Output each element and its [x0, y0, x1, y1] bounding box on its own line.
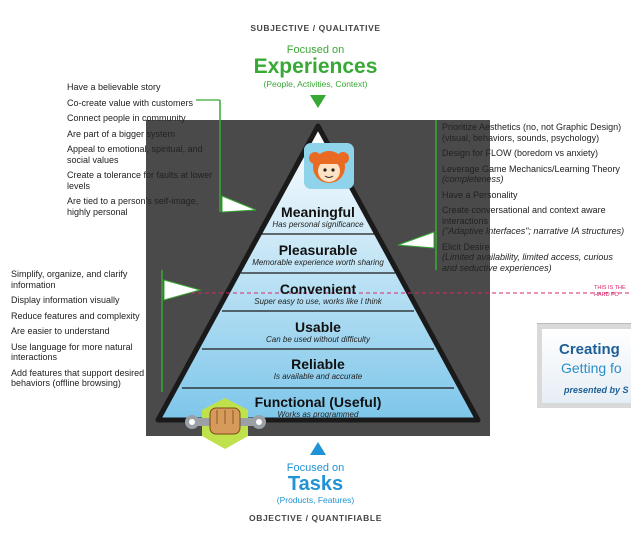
left-bottom-list: Simplify, organize, and clarify informat… — [11, 269, 161, 394]
list-item: Leverage Game Mechanics/Learning Theory(… — [442, 163, 620, 185]
list-item: Elicit Desire(Limited availability, limi… — [442, 241, 613, 273]
list-item: Reduce features and complexity — [11, 310, 140, 321]
experiences-subtitle: (People, Activities, Context) — [263, 79, 368, 89]
list-item: Are part of a bigger system — [67, 128, 176, 139]
list-item: Prioritize Aesthetics (no, not Graphic D… — [442, 122, 622, 143]
right-list: Prioritize Aesthetics (no, not Graphic D… — [442, 122, 628, 278]
list-item: Use language for more natural interactio… — [11, 341, 133, 363]
list-item: Simplify, organize, and clarify informat… — [11, 269, 128, 290]
tasks-title: Tasks — [287, 473, 344, 495]
list-item: Create conversational and context aware … — [442, 205, 625, 236]
list-item: Connect people in community — [67, 113, 186, 123]
list-item: Are easier to understand — [11, 326, 110, 336]
dashed-line-note: THIS IS THE HARD FO — [594, 285, 626, 298]
list-item: Appeal to emotional, spiritual, and soci… — [67, 144, 203, 165]
arrow-up-icon — [310, 442, 326, 455]
experiences-title: Experiences — [253, 55, 378, 78]
wrench-fist-icon — [185, 398, 266, 449]
objective-caption: OBJECTIVE / QUANTIFIABLE — [249, 513, 382, 523]
tasks-subtitle: (Products, Features) — [276, 495, 355, 505]
right-flag — [397, 231, 435, 249]
cropped-banner: Creating Getting fo presented by S — [537, 323, 631, 408]
left-top-flag — [221, 195, 257, 213]
arrow-down-icon — [310, 95, 326, 108]
list-item: Are tied to a person's self-image, highl… — [67, 196, 199, 217]
subjective-caption: SUBJECTIVE / QUALITATIVE — [250, 23, 381, 33]
list-item: Have a Personality — [442, 189, 518, 200]
face-icon — [304, 143, 354, 189]
left-bottom-flag — [163, 279, 202, 301]
list-item: Create a tolerance for faults at lower l… — [67, 170, 213, 191]
top-focused-on: Focused on — [286, 44, 345, 56]
bottom-focused-on: Focused on — [286, 462, 345, 474]
tier-functional: Functional (Useful)Works as programmed — [254, 394, 382, 420]
left-top-list: Have a believable story Co-create value … — [67, 82, 219, 222]
list-item: Co-create value with customers — [67, 97, 194, 108]
banner-line3: presented by S — [564, 385, 629, 395]
list-item: Design for FLOW (boredom vs anxiety) — [442, 148, 599, 158]
list-item: Add features that support desired behavi… — [11, 367, 145, 389]
banner-line1: Creating — [559, 341, 620, 358]
list-item: Display information visually — [11, 295, 120, 305]
banner-line2: Getting fo — [561, 360, 622, 376]
list-item: Have a believable story — [67, 82, 161, 92]
